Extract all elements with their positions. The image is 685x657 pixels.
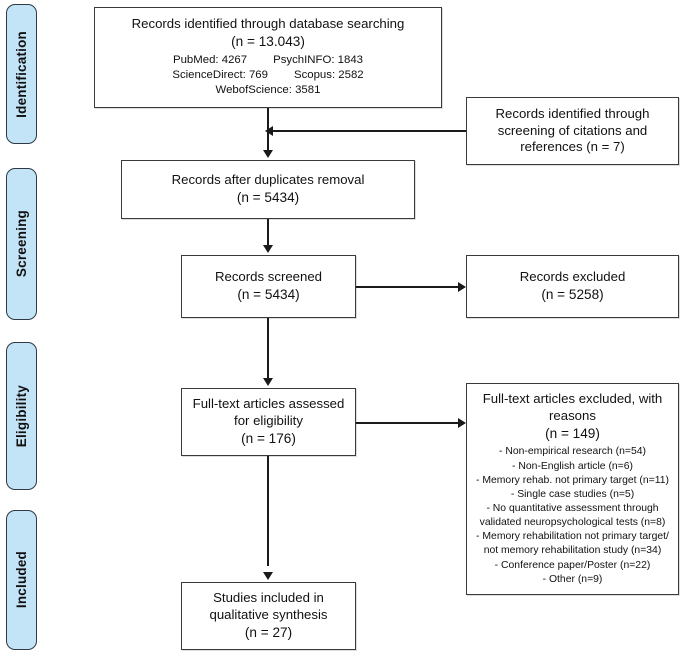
box-records-identified-citations: Records identified through screening of … bbox=[466, 97, 679, 165]
stage-tab-screening-label: Screening bbox=[14, 210, 29, 278]
box-records-excluded: Records excluded (n = 5258) bbox=[466, 255, 679, 318]
exclusion-reason: - Non-empirical research (n=54) bbox=[499, 446, 646, 458]
box-records-identified-citations-line2: screening of citations and bbox=[497, 122, 648, 138]
arrow-identified-to-duplicates bbox=[263, 150, 273, 158]
arrow-duplicates-to-screened bbox=[263, 245, 273, 253]
box-records-excluded-count: (n = 5258) bbox=[541, 287, 604, 303]
box-fulltext-assessed-line2: for eligibility bbox=[234, 413, 303, 429]
box-records-after-duplicates: Records after duplicates removal (n = 54… bbox=[121, 160, 415, 219]
box-studies-included-count: (n = 27) bbox=[244, 625, 293, 641]
database-source-row: ScienceDirect: 769 Scopus: 2582 bbox=[101, 68, 435, 83]
database-source-row: PubMed: 4267 PsychINFO: 1843 bbox=[101, 53, 435, 68]
exclusion-reason: - Non-English article (n=6) bbox=[512, 460, 633, 472]
stage-tab-eligibility-label: Eligibility bbox=[14, 384, 29, 448]
box-studies-included-line2: qualitative synthesis bbox=[209, 607, 328, 623]
database-source-row: WebofScience: 3581 bbox=[101, 83, 435, 98]
stage-tab-identification: Identification bbox=[6, 4, 37, 144]
arrow-screened-to-fulltext bbox=[263, 378, 273, 386]
box-fulltext-excluded: Full-text articles excluded, with reason… bbox=[466, 383, 679, 595]
stage-tab-included: Included bbox=[6, 510, 37, 650]
arrow-citations-to-trunk bbox=[265, 126, 273, 136]
source-webofscience: WebofScience: 3581 bbox=[215, 84, 321, 97]
box-records-screened-count: (n = 5434) bbox=[237, 287, 300, 303]
exclusion-reason: - Single case studies (n=5) bbox=[510, 488, 635, 500]
box-records-after-duplicates-title: Records after duplicates removal bbox=[171, 172, 365, 188]
exclusion-reason: - Conference paper/Poster (n=22) bbox=[494, 559, 651, 571]
box-fulltext-excluded-count: (n = 149) bbox=[545, 425, 600, 441]
exclusion-reason: - Memory rehab. not primary target (n=11… bbox=[476, 474, 669, 486]
box-records-screened-title: Records screened bbox=[214, 269, 323, 285]
source-psychinfo: PsychINFO: 1843 bbox=[273, 54, 363, 67]
box-fulltext-assessed-count: (n = 176) bbox=[241, 431, 296, 447]
box-records-after-duplicates-count: (n = 5434) bbox=[236, 190, 300, 206]
box-fulltext-excluded-line2: reasons bbox=[549, 407, 596, 423]
box-studies-included-line1: Studies included in bbox=[213, 590, 324, 606]
box-records-identified-citations-line1: Records identified through bbox=[495, 105, 650, 121]
stage-tab-included-label: Included bbox=[14, 551, 29, 609]
box-fulltext-assessed-line1: Full-text articles assessed bbox=[192, 396, 345, 412]
connector-fulltext-to-included bbox=[267, 456, 269, 566]
box-fulltext-assessed: Full-text articles assessed for eligibil… bbox=[181, 388, 356, 456]
connector-duplicates-to-screened bbox=[267, 219, 269, 247]
source-scopus: Scopus: 2582 bbox=[293, 69, 364, 82]
connector-citations-to-trunk bbox=[272, 130, 466, 132]
database-source-breakdown: PubMed: 4267 PsychINFO: 1843 ScienceDire… bbox=[101, 53, 435, 98]
arrow-screened-to-excluded bbox=[458, 282, 466, 292]
exclusion-reason-list: - Non-empirical research (n=54) - Non-En… bbox=[473, 445, 672, 586]
stage-tab-screening: Screening bbox=[6, 168, 37, 320]
box-records-identified-database-count: (n = 13.043) bbox=[231, 34, 305, 50]
box-records-identified-citations-line3: references (n = 7) bbox=[520, 139, 625, 155]
connector-screened-to-excluded bbox=[356, 286, 459, 288]
stage-tab-eligibility: Eligibility bbox=[6, 342, 37, 490]
arrow-fulltext-to-excluded bbox=[458, 418, 466, 428]
exclusion-reason: - Memory rehabilitation not primary targ… bbox=[476, 531, 669, 557]
source-pubmed: PubMed: 4267 bbox=[172, 54, 248, 67]
exclusion-reason: - Other (n=9) bbox=[542, 573, 603, 585]
box-fulltext-excluded-line1: Full-text articles excluded, with bbox=[482, 391, 663, 406]
source-sciencedirect: ScienceDirect: 769 bbox=[172, 69, 268, 82]
box-records-excluded-title: Records excluded bbox=[519, 269, 626, 285]
box-studies-included: Studies included in qualitative synthesi… bbox=[181, 582, 356, 650]
connector-fulltext-to-excluded bbox=[356, 422, 459, 424]
box-records-identified-database: Records identified through database sear… bbox=[94, 7, 442, 108]
box-records-identified-database-title: Records identified through database sear… bbox=[131, 16, 405, 32]
exclusion-reason: - No quantitative assessment through val… bbox=[479, 503, 666, 529]
stage-tab-identification-label: Identification bbox=[14, 30, 29, 118]
connector-screened-to-fulltext bbox=[267, 318, 269, 380]
arrow-fulltext-to-included bbox=[263, 572, 273, 580]
box-records-screened: Records screened (n = 5434) bbox=[181, 255, 356, 318]
